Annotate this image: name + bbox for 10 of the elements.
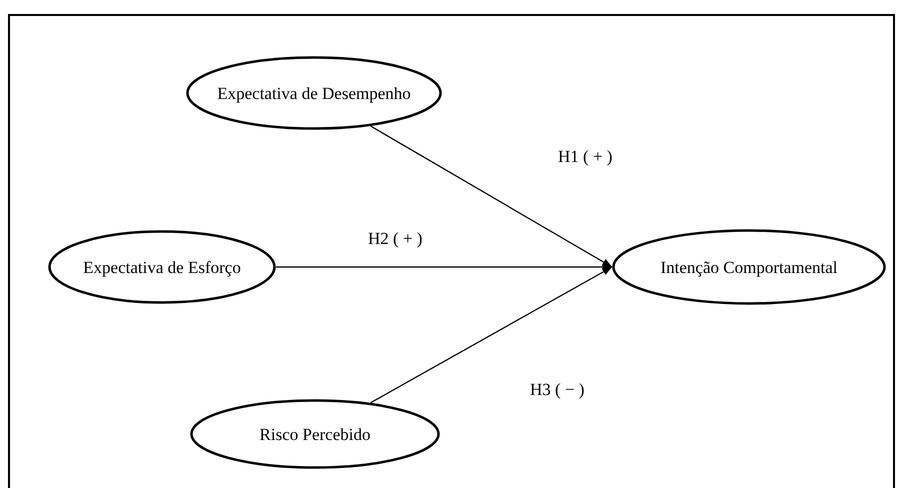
edge-label: H1 ( + ): [556, 147, 614, 167]
construct-label: Expectativa de Desempenho: [217, 82, 411, 104]
arrow: [370, 126, 612, 268]
arrow: [370, 266, 612, 404]
edge-label: H2 ( + ): [366, 229, 424, 249]
edge-label: H3 ( − ): [528, 380, 586, 400]
construct-label: Expectativa de Esforço: [83, 256, 241, 278]
construct-label: Intenção Comportamental: [660, 256, 838, 278]
arrow: [276, 263, 612, 271]
construct-label: Risco Percebido: [260, 424, 370, 446]
